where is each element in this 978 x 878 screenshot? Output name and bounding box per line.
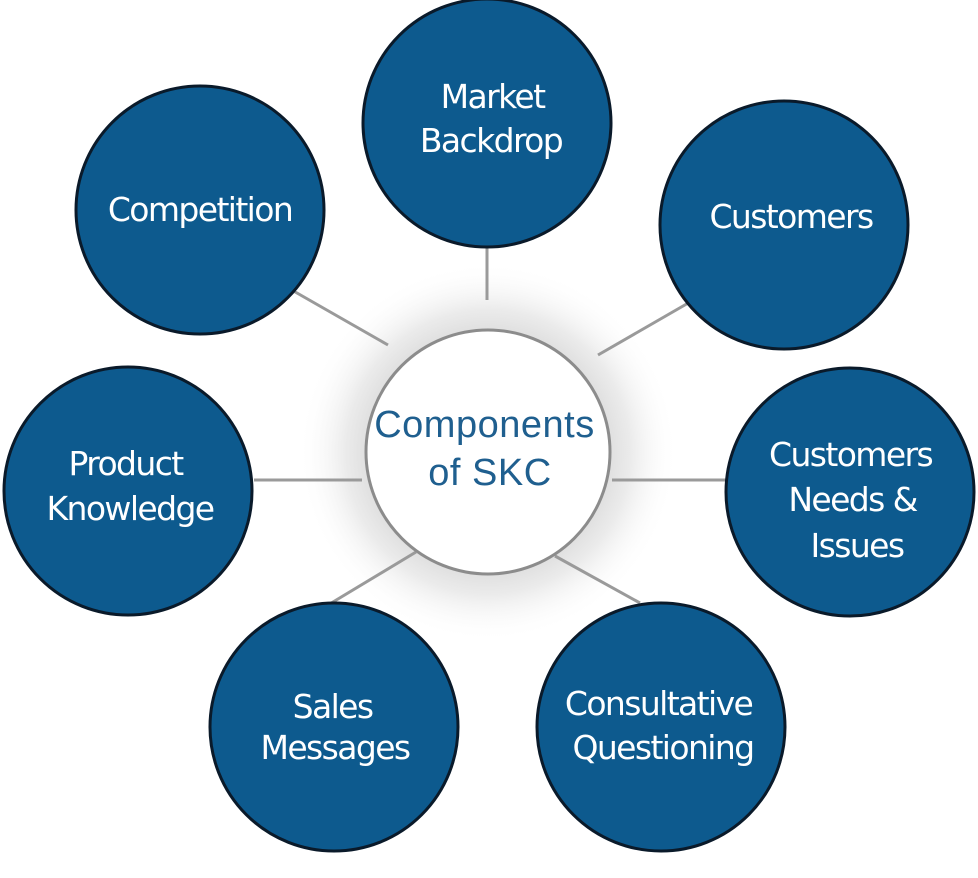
node-consultative-questioning: Consultative Questioning [535, 601, 787, 853]
node-customers-needs-issues: Customers Needs & Issues [724, 366, 976, 618]
node-label-line: Customers [769, 435, 932, 474]
connector-line [289, 287, 389, 347]
node-circle [208, 601, 460, 853]
node-circle [724, 366, 976, 618]
node-label: Market Backdrop [420, 77, 563, 160]
node-label-line: Competition [108, 190, 292, 229]
nodes: Market Backdrop Customers Customers Need… [2, 0, 976, 853]
connector-line [554, 554, 641, 605]
node-customers: Customers [658, 99, 910, 351]
node-label: Consultative Questioning [565, 684, 761, 767]
node-circle [658, 99, 910, 351]
node-circle [2, 365, 254, 617]
node-label: Customers Needs & Issues [769, 435, 941, 565]
connector-line [597, 300, 691, 357]
center-title: Components of SKC [374, 404, 606, 494]
connectors [254, 248, 726, 607]
node-label: Customers [709, 197, 872, 236]
node-market-backdrop: Market Backdrop [361, 0, 613, 249]
node-label-line: Issues [811, 526, 904, 565]
node-label-line: Customers [709, 197, 872, 236]
node-product-knowledge: Product Knowledge [2, 365, 254, 617]
node-competition: Competition [74, 84, 326, 336]
node-circle [74, 84, 326, 336]
node-label-line: Knowledge [46, 489, 213, 528]
node-label: Competition [108, 190, 292, 229]
center-title-line: Components [374, 404, 594, 446]
node-label-line: Needs & [788, 480, 917, 519]
node-label: Product Knowledge [46, 444, 213, 528]
node-label-line: Backdrop [420, 121, 563, 160]
node-label-line: Messages [260, 728, 409, 767]
node-label: Sales Messages [260, 687, 409, 767]
node-label-line: Market [441, 77, 546, 116]
node-circle [535, 601, 787, 853]
node-circle [361, 0, 613, 249]
connector-line [327, 550, 417, 607]
node-sales-messages: Sales Messages [208, 601, 460, 853]
center-circle [364, 328, 612, 576]
center-hub: Components of SKC [364, 328, 612, 576]
node-label-line: Sales [293, 687, 373, 726]
node-label-line: Consultative [565, 684, 753, 723]
node-label-line: Product [69, 444, 185, 483]
center-title-line: of SKC [428, 452, 551, 494]
node-label-line: Questioning [572, 728, 753, 767]
